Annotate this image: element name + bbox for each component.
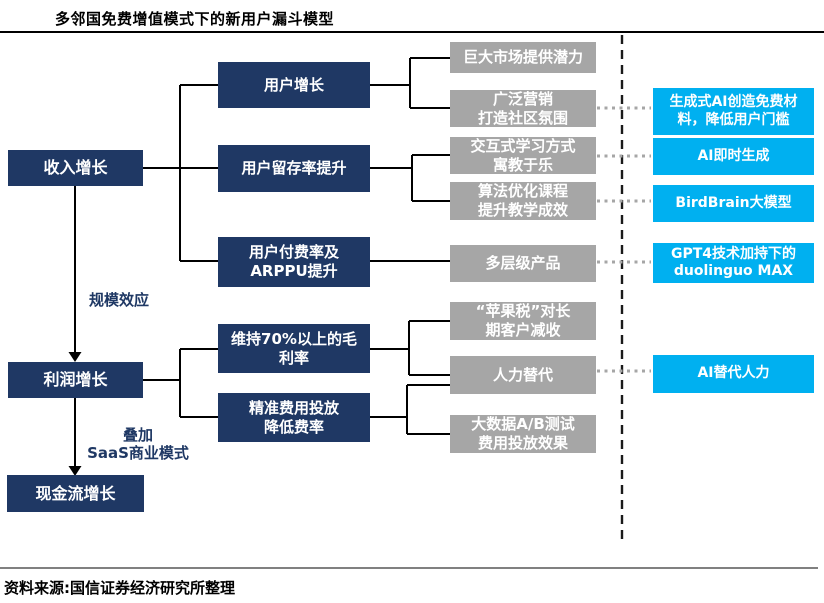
node-algorithm-courses: 算法优化课程 提升教学成效 <box>450 182 596 220</box>
node-tiered-products: 多层级产品 <box>450 245 596 282</box>
node-interactive-learning: 交互式学习方式 寓教于乐 <box>450 137 596 174</box>
bottom-divider <box>0 567 818 569</box>
arrow-label-scale-effect: 规模效应 <box>88 291 149 309</box>
node-gross-margin: 维持70%以上的毛 利率 <box>218 324 370 373</box>
node-bigdata-ab-testing: 大数据A/B测试 费用投放效果 <box>450 415 596 453</box>
node-revenue-growth: 收入增长 <box>8 150 143 186</box>
node-ai-replaces-labor: AI替代人力 <box>653 355 814 393</box>
dotted-links <box>597 106 651 373</box>
node-birdbrain-model: BirdBrain大模型 <box>653 185 814 222</box>
node-cashflow-growth: 现金流增长 <box>7 475 144 512</box>
node-ai-instant-generation: AI即时生成 <box>653 138 814 175</box>
node-labor-substitution: 人力替代 <box>450 356 596 394</box>
node-user-growth: 用户增长 <box>218 62 370 108</box>
node-payrate-arppu: 用户付费率及 ARPPU提升 <box>218 237 370 287</box>
node-apple-tax-reduction: “苹果税”对长 期客户减收 <box>450 302 596 340</box>
node-retention-improve: 用户留存率提升 <box>218 145 370 192</box>
arrow-label-saas-model: 叠加 SaaS商业模式 <box>87 426 189 462</box>
title-divider <box>0 31 824 33</box>
source-note: 资料来源:国信证券经济研究所整理 <box>4 579 236 597</box>
node-genai-free-materials: 生成式AI创造免费材 料，降低用户门槛 <box>653 88 814 135</box>
node-huge-market: 巨大市场提供潜力 <box>450 42 596 73</box>
page-title: 多邻国免费增值模式下的新用户漏斗模型 <box>55 10 335 28</box>
node-spend-efficiency: 精准费用投放 降低费率 <box>218 393 370 442</box>
node-profit-growth: 利润增长 <box>8 362 143 398</box>
node-gpt4-duolingo-max: GPT4技术加持下的 duolinguo MAX <box>653 243 814 283</box>
node-broad-marketing: 广泛营销 打造社区氛围 <box>450 90 596 127</box>
